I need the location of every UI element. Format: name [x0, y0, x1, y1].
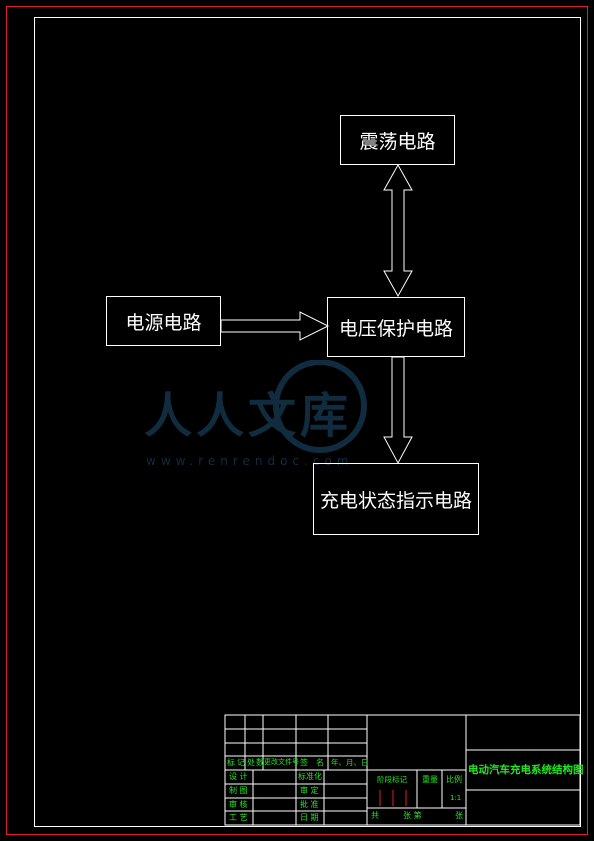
tb-sheets-total: 共	[371, 811, 379, 820]
tb-label-change-doc: 更改文件号	[264, 758, 299, 766]
tb-label-name: 名	[316, 758, 324, 767]
arrow-protection-to-indicator	[383, 356, 413, 465]
tb-process: 工 艺	[229, 813, 248, 822]
tb-label-sign: 签	[300, 758, 308, 767]
tb-sheet-label: 张	[455, 811, 463, 820]
tb-review: 审 定	[300, 786, 319, 795]
tb-weight: 重量	[422, 775, 438, 784]
tb-label-date-ymd: 年、月、日	[331, 758, 369, 767]
tb-scale: 比例	[446, 775, 462, 784]
tb-sheets-label: 张 第	[403, 811, 422, 820]
tb-standardization: 标准化	[298, 772, 322, 781]
charge-indicator-block: 充电状态指示电路	[313, 463, 479, 535]
tb-design: 设 计	[229, 772, 248, 781]
tb-approve: 批 准	[300, 800, 319, 809]
tb-proofread: 审 核	[229, 800, 248, 809]
watermark-text: 人人文库	[144, 388, 353, 444]
drawing-title: 电动汽车充电系统结构图	[468, 764, 584, 776]
tb-label-mark: 标	[227, 758, 235, 767]
tb-label-location: 处	[247, 758, 255, 767]
tb-date: 日 期	[300, 813, 319, 822]
double-arrow-oscillator	[383, 163, 413, 298]
drawing-frame-inner	[34, 17, 581, 827]
tb-label-count: 数	[256, 758, 264, 767]
tb-draw: 制 图	[229, 786, 248, 795]
tb-scale-value: 1:1	[450, 794, 462, 802]
watermark-url: www.renrendoc.com	[146, 454, 354, 468]
voltage-protection-block: 电压保护电路	[327, 297, 465, 357]
power-supply-block: 电源电路	[106, 296, 221, 346]
drawing-frame-outer	[6, 6, 588, 835]
watermark-circle-icon	[273, 360, 367, 453]
tb-label-note: 记	[237, 758, 245, 767]
oscillator-block: 震荡电路	[340, 115, 455, 165]
watermark: 人人文库 www.renrendoc.com	[140, 360, 440, 470]
tb-stage-mark: 阶段标记	[377, 775, 407, 784]
arrow-power-to-protection	[220, 311, 330, 341]
